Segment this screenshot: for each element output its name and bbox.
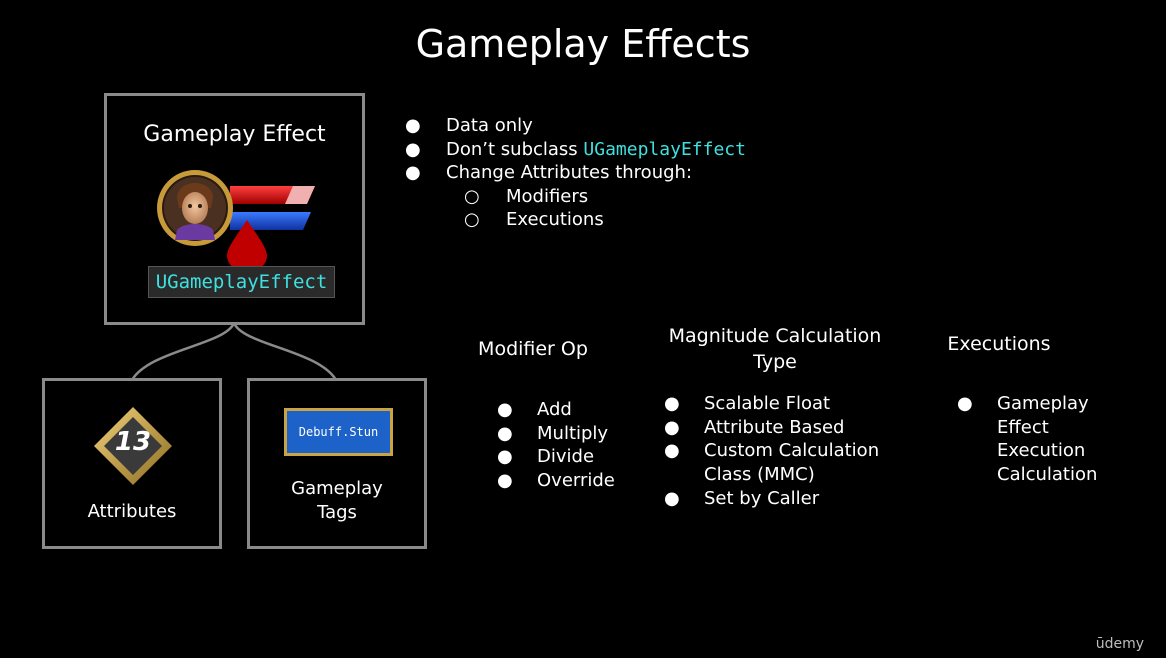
sub-bullet-circle: ○ [464,209,480,230]
gameplay-tags-label: Gameplay Tags [250,477,424,525]
sub-bullet-circle: ○ [464,185,480,207]
modifier-op-override: Override [537,470,615,492]
sub-bullet-executions: Executions [506,209,604,230]
executions-line4: Calculation [997,464,1098,486]
list-item: ● Set by Caller [664,487,879,511]
bullet-dot: ● [405,138,421,160]
bullet-dot: ● [497,399,513,420]
bullet-dot: ● [664,416,680,438]
sub-bullet-modifiers: Modifiers [506,185,589,207]
top-bullet-list: ● Data only ● Don’t subclass UGameplayEf… [405,114,746,232]
bullet-dot: ● [957,393,973,414]
list-item: ● Gameplay Effect Execution Calculation [957,392,1097,487]
list-item: ● Divide [497,445,615,469]
ugameplayeffect-class-tag: UGameplayEffect [148,266,335,298]
executions-line3: Execution [997,440,1086,462]
slide-title: Gameplay Effects [415,22,751,66]
magnitude-attribute-based: Attribute Based [704,416,845,438]
magnitude-heading-line1: Magnitude Calculation [668,325,882,347]
bullet-dot: ● [405,115,421,136]
list-item: ● Multiply [497,422,615,446]
modifier-op-add: Add [537,399,572,420]
bullet-code-ugameplayeffect: UGameplayEffect [583,138,746,160]
character-health-icon [157,170,315,268]
attribute-diamond-icon [94,407,172,485]
attributes-label: Attributes [87,501,177,522]
bullet-dot: ● [497,446,513,468]
modifier-op-multiply: Multiply [537,422,609,444]
gameplay-tags-label-line2: Tags [317,502,357,523]
magnitude-class-mmc: Class (MMC) [704,464,815,486]
bullet-item: ● Change Attributes through: [405,161,746,185]
magnitude-heading: Magnitude Calculation Type [650,323,900,375]
udemy-watermark: ūdemy [1095,636,1144,652]
magnitude-custom-calculation: Custom Calculation [704,440,880,462]
bullet-dot: ● [664,393,680,414]
list-item: ● Add [497,398,615,422]
executions-line1: Gameplay [997,393,1089,414]
executions-heading: Executions [947,333,1051,355]
list-item: ● Scalable Float [664,392,879,416]
modifier-op-heading: Modifier Op [478,338,588,360]
bullet-text-data-only: Data only [446,115,533,136]
bullet-item: ● Don’t subclass UGameplayEffect [405,138,746,162]
gameplay-tags-label-line1: Gameplay [291,478,383,499]
magnitude-heading-line2: Type [753,351,797,373]
attributes-box: 13 Attributes [42,378,222,549]
list-item: ● Override [497,469,615,493]
list-item: ● Attribute Based [664,416,879,440]
connector-left [130,322,236,381]
bullet-item: ● Data only [405,114,746,138]
gameplay-tags-box: Debuff.Stun Gameplay Tags [247,378,427,549]
magnitude-scalable-float: Scalable Float [704,393,831,414]
magnitude-list: ● Scalable Float ● Attribute Based ● Custom… [664,392,879,511]
sub-bullet-item: ○ Executions [405,208,746,232]
sub-bullet-item: ○ Modifiers [405,185,746,209]
modifier-op-divide: Divide [537,446,595,468]
executions-line2: Effect [997,416,1049,438]
bullet-dot: ● [497,470,513,492]
connector-right [232,322,338,381]
attribute-badge-number: 13 [114,427,152,457]
bullet-text-change-attributes: Change Attributes through: [446,162,693,183]
bullet-dot: ● [664,487,680,509]
executions-list: ● Gameplay Effect Execution Calculation [957,392,1097,487]
gameplay-effect-box: Gameplay Effect UGameplayEffect [104,93,365,325]
bullet-dot: ● [664,440,680,462]
bullet-dot: ● [405,162,421,183]
debuff-stun-tag: Debuff.Stun [284,408,393,456]
gameplay-effect-label: Gameplay Effect [143,122,326,147]
magnitude-set-by-caller: Set by Caller [704,487,820,509]
modifier-op-list: ● Add ● Multiply ● Divide ● Override [497,398,615,493]
bullet-text-dont-subclass: Don’t subclass [446,138,584,160]
bullet-dot: ● [497,422,513,444]
